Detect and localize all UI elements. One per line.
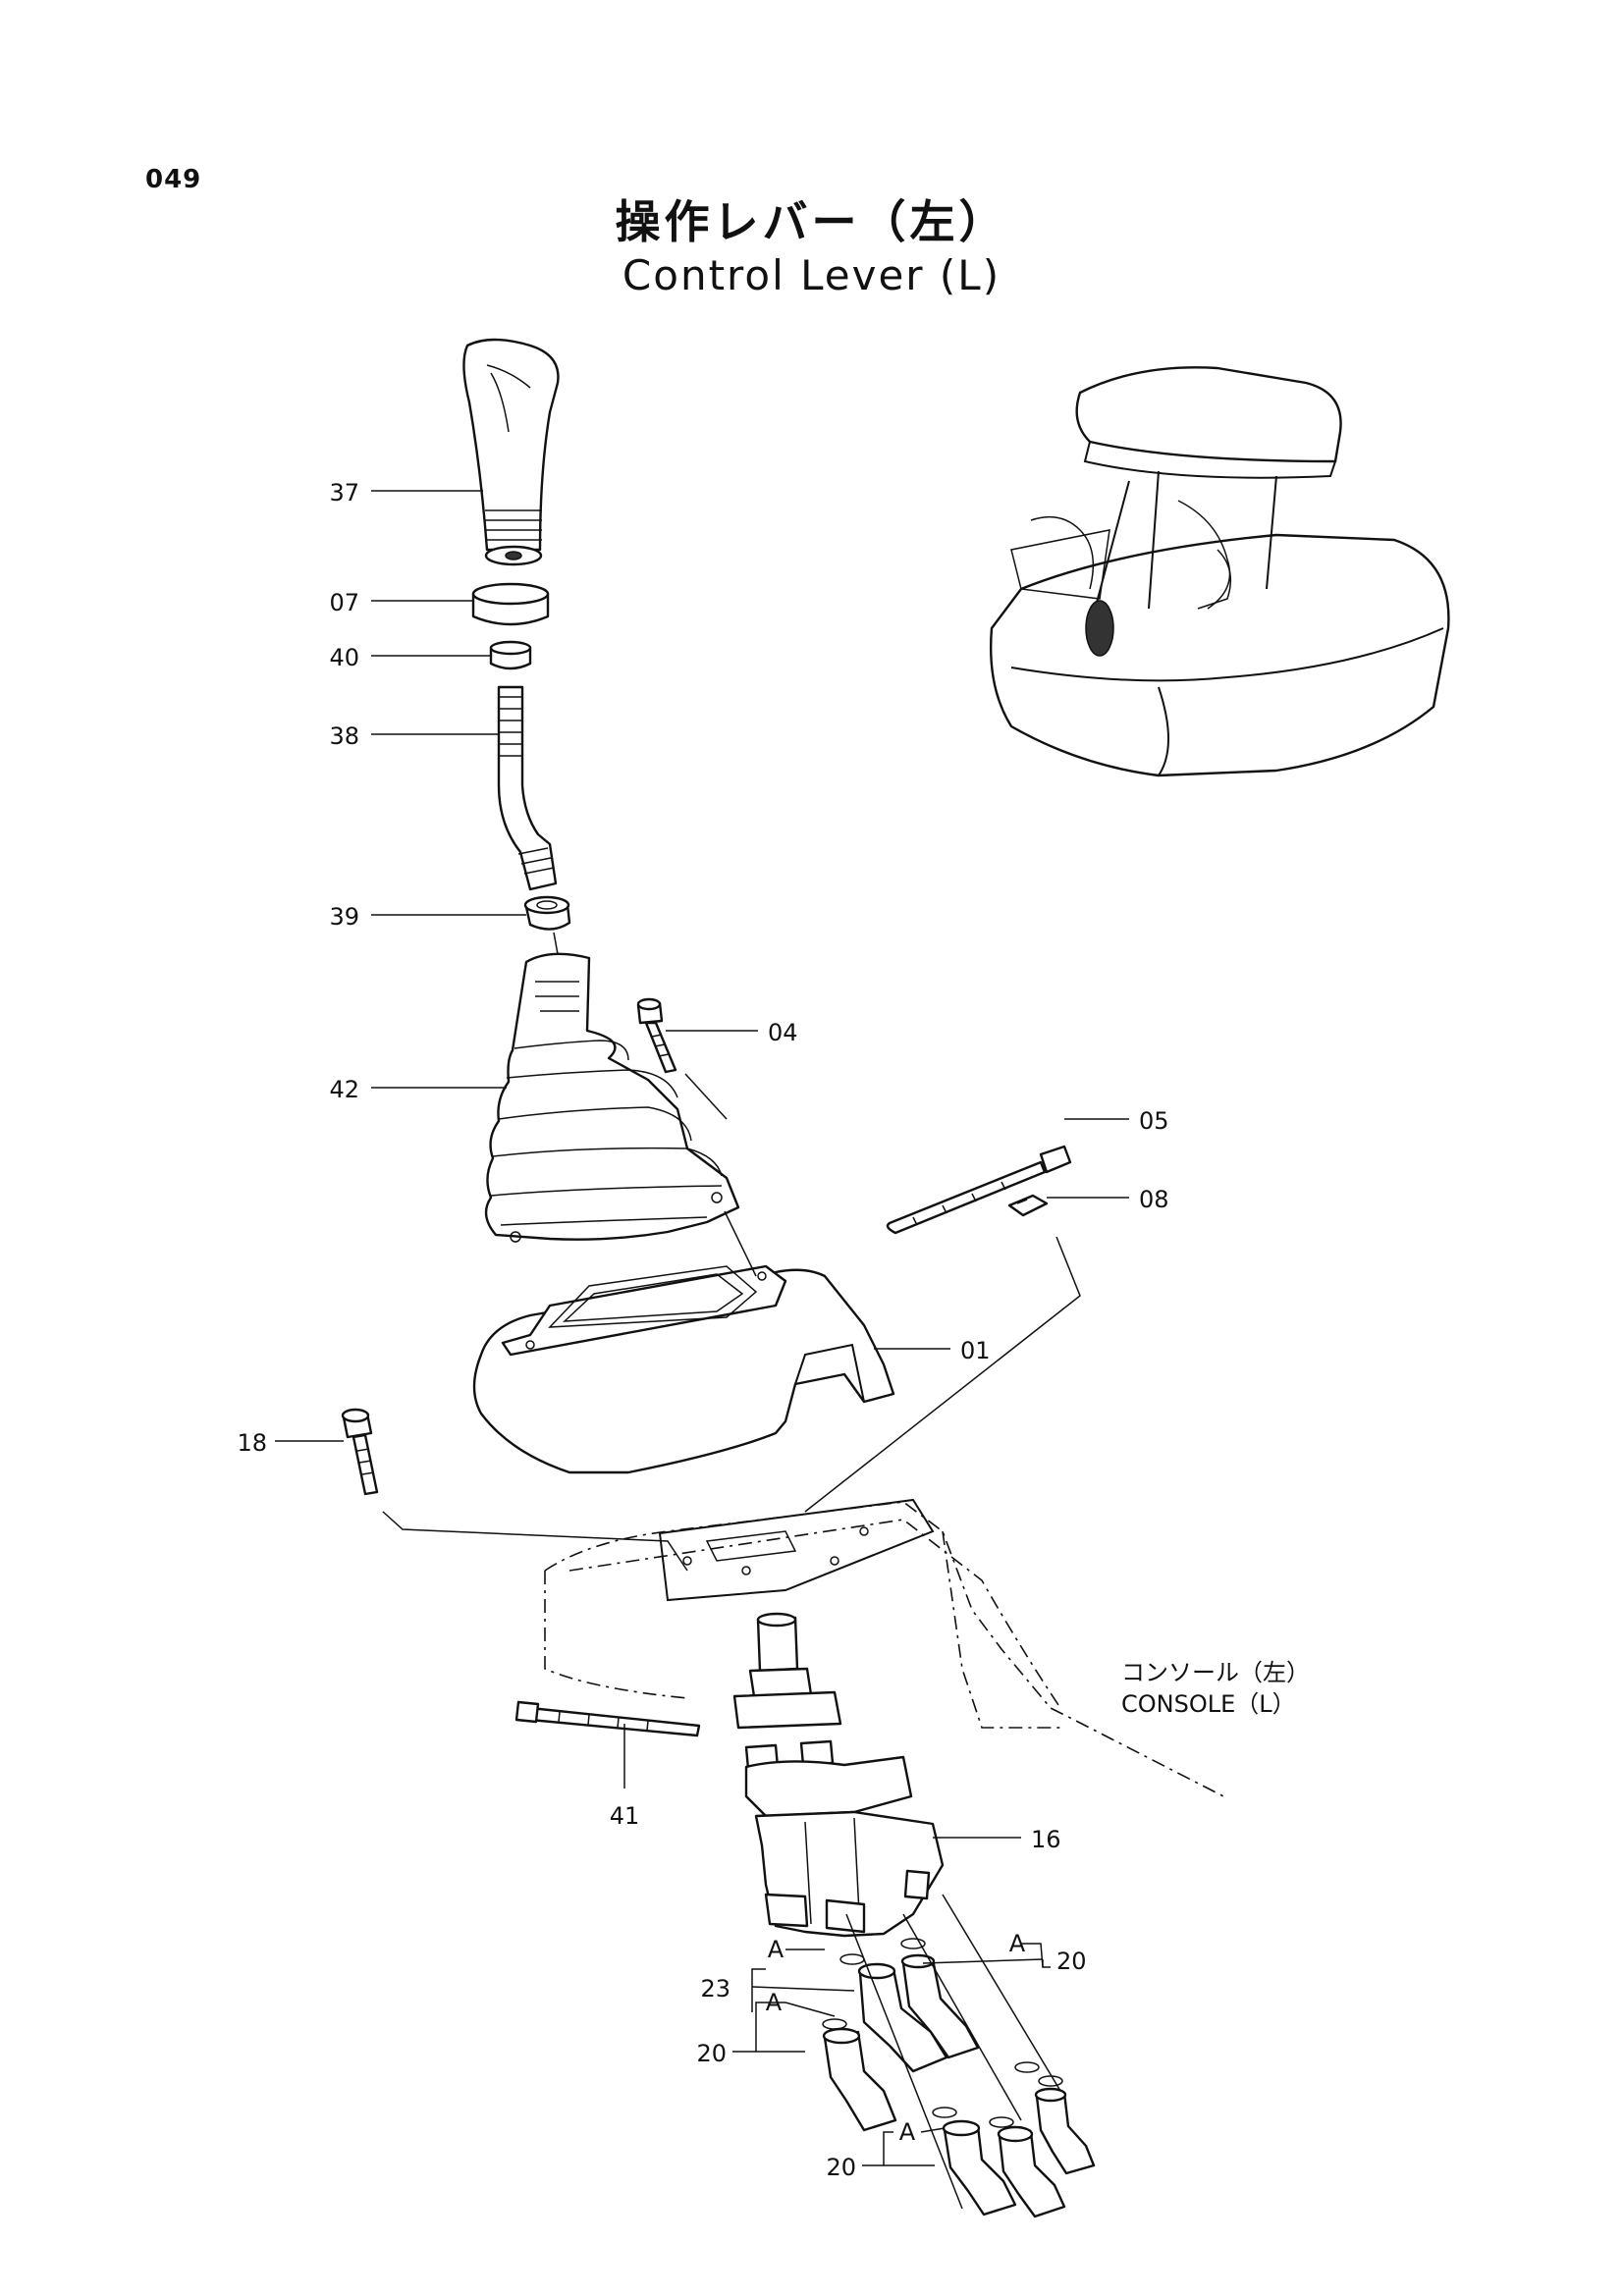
leader-lines xyxy=(275,490,1129,2210)
label-39: 39 xyxy=(329,903,359,931)
console-label-en: CONSOLE（L） xyxy=(1121,1690,1296,1718)
part-41-cable-tie xyxy=(514,1700,701,1737)
label-a2: A xyxy=(1009,1930,1026,1957)
part-42-boot xyxy=(484,952,740,1243)
part-16-pilot-valve xyxy=(732,1612,945,1938)
part-40-nut xyxy=(489,640,532,670)
label-01: 01 xyxy=(960,1337,991,1364)
label-08: 08 xyxy=(1139,1186,1169,1213)
label-37: 37 xyxy=(329,479,359,507)
part-08-clip xyxy=(1007,1194,1049,1217)
part-38-lever-rod xyxy=(497,685,558,891)
label-38: 38 xyxy=(329,722,359,750)
label-16: 16 xyxy=(1031,1826,1061,1853)
label-23: 23 xyxy=(700,1975,730,2002)
label-20-left: 20 xyxy=(696,2040,727,2067)
part-20-elbow-fittings xyxy=(822,1953,1096,2218)
part-labels: 37 07 40 38 39 42 04 05 08 01 18 41 16 2… xyxy=(237,479,1310,2181)
label-a3: A xyxy=(766,1989,783,2016)
label-a1: A xyxy=(768,1936,784,1963)
label-20-bottom: 20 xyxy=(826,2154,856,2181)
machine-overview-inset xyxy=(989,366,1450,777)
label-a4: A xyxy=(899,2118,916,2146)
label-05: 05 xyxy=(1139,1107,1169,1135)
title-english: Control Lever (L) xyxy=(622,251,1001,299)
label-42: 42 xyxy=(329,1076,359,1103)
part-01-cover xyxy=(472,1264,895,1474)
part-37-grip xyxy=(462,338,560,566)
part-18-bolt xyxy=(341,1408,379,1496)
label-07: 07 xyxy=(329,589,359,616)
title-japanese: 操作レバー（左） xyxy=(615,195,1008,248)
label-41: 41 xyxy=(610,1802,640,1830)
page-number: 049 xyxy=(145,165,202,194)
part-07-bushing xyxy=(471,582,550,626)
part-04-bolt xyxy=(636,997,677,1074)
part-39-nut xyxy=(523,895,571,955)
label-18: 18 xyxy=(237,1429,267,1457)
label-04: 04 xyxy=(768,1019,798,1046)
label-40: 40 xyxy=(329,644,359,671)
console-label-jp: コンソール（左） xyxy=(1121,1659,1310,1686)
label-20-right: 20 xyxy=(1056,1948,1087,1975)
part-05-cable-tie xyxy=(886,1145,1072,1235)
o-rings xyxy=(822,1938,1063,2128)
console-left xyxy=(544,1498,1228,1799)
